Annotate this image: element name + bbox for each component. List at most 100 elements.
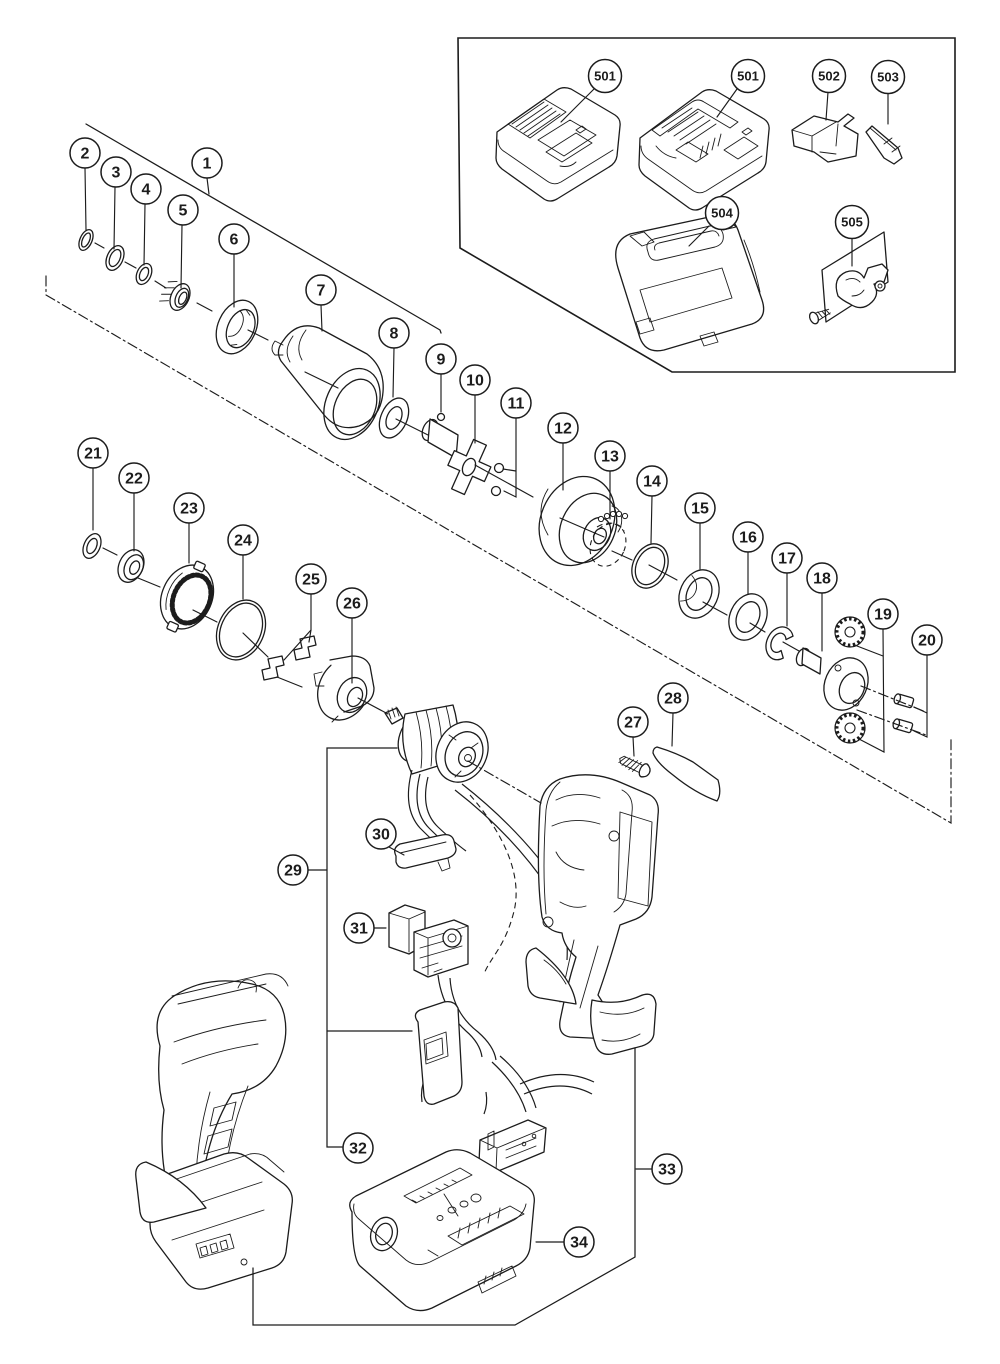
- part-505-hook-set: [808, 231, 889, 325]
- part-15-ring-spring: [678, 569, 720, 619]
- callout-21[interactable]: 21: [77, 437, 109, 469]
- part-27-screw: [618, 755, 651, 778]
- callout-number: 16: [739, 530, 757, 547]
- callout-5[interactable]: 5: [167, 194, 199, 226]
- callout-18[interactable]: 18: [806, 562, 838, 594]
- part-33-housing-right: [525, 774, 659, 1055]
- callout-32[interactable]: 32: [342, 1132, 374, 1164]
- callout-number: 2: [81, 146, 90, 163]
- part-503-bit: [865, 125, 903, 165]
- callout-6[interactable]: 6: [218, 223, 250, 255]
- callout-number: 27: [624, 715, 642, 732]
- callout-number: 15: [691, 501, 709, 518]
- callout-number: 33: [658, 1162, 676, 1179]
- callout-number: 21: [84, 446, 102, 463]
- callout-number: 29: [284, 863, 302, 880]
- part-7-hammer-case: [271, 325, 384, 441]
- callout-15[interactable]: 15: [684, 492, 716, 524]
- part-21-washer: [82, 533, 102, 559]
- part-9-steel-ball: [436, 412, 446, 422]
- callout-505[interactable]: 505: [834, 204, 870, 240]
- callout-501[interactable]: 501: [730, 58, 766, 94]
- part-501-charger-b: [638, 89, 770, 211]
- callout-number: 28: [664, 691, 682, 708]
- callout-number: 23: [180, 501, 198, 518]
- callout-24[interactable]: 24: [227, 524, 259, 556]
- part-18-spindle: [795, 647, 869, 711]
- callout-2[interactable]: 2: [69, 137, 101, 169]
- callout-30[interactable]: 30: [365, 818, 397, 850]
- callout-13[interactable]: 13: [594, 440, 626, 472]
- part-34-battery: [349, 1149, 535, 1312]
- callout-33[interactable]: 33: [651, 1153, 683, 1185]
- callout-number: 20: [918, 633, 936, 650]
- part-25-cams: [261, 635, 317, 681]
- callout-number: 22: [125, 471, 143, 488]
- part-26-hammer-assy: [313, 655, 375, 723]
- callout-26[interactable]: 26: [336, 587, 368, 619]
- callout-balloons-layer: 1234567891011121314151617181920212223242…: [69, 58, 943, 1258]
- callout-number: 13: [601, 449, 619, 466]
- callout-1[interactable]: 1: [191, 147, 223, 179]
- callout-11[interactable]: 11: [500, 387, 532, 419]
- callout-7[interactable]: 7: [305, 274, 337, 306]
- callout-10[interactable]: 10: [459, 364, 491, 396]
- callout-502[interactable]: 502: [811, 58, 847, 94]
- accessory-box-outline: [457, 37, 956, 373]
- part-31-switch: [388, 904, 469, 978]
- callout-number: 501: [737, 69, 759, 84]
- callout-number: 17: [778, 551, 796, 568]
- part-29-motor: [384, 704, 489, 783]
- part-2-ring: [78, 229, 94, 251]
- part-11-steel-ball-a: [493, 462, 505, 474]
- callout-4[interactable]: 4: [130, 173, 162, 205]
- callout-number: 32: [349, 1141, 367, 1158]
- callout-number: 8: [390, 326, 399, 343]
- part-17-c-washer: [765, 626, 794, 661]
- callout-16[interactable]: 16: [732, 521, 764, 553]
- callout-8[interactable]: 8: [378, 317, 410, 349]
- part-4-washer: [135, 262, 153, 286]
- callout-503[interactable]: 503: [870, 59, 906, 95]
- callout-number: 504: [711, 206, 733, 221]
- bracket-lines-layer: [85, 123, 636, 1326]
- callout-number: 25: [302, 572, 320, 589]
- part-502-hook: [791, 113, 859, 163]
- housing-left: [135, 973, 293, 1290]
- callout-14[interactable]: 14: [636, 465, 668, 497]
- callout-29[interactable]: 29: [277, 854, 309, 886]
- callout-19[interactable]: 19: [867, 598, 899, 630]
- callout-27[interactable]: 27: [617, 706, 649, 738]
- callout-504[interactable]: 504: [704, 195, 740, 231]
- callout-20[interactable]: 20: [911, 624, 943, 656]
- callout-25[interactable]: 25: [295, 563, 327, 595]
- part-3-snap-ring: [105, 245, 125, 271]
- callout-number: 24: [234, 533, 252, 550]
- callout-number: 12: [554, 421, 572, 438]
- callout-28[interactable]: 28: [657, 682, 689, 714]
- part-20-pins: [892, 693, 915, 734]
- callout-number: 31: [350, 921, 368, 938]
- callout-3[interactable]: 3: [100, 156, 132, 188]
- dashed-guides-layer: [469, 522, 625, 975]
- callout-number: 26: [343, 596, 361, 613]
- callout-12[interactable]: 12: [547, 412, 579, 444]
- callout-number: 1: [203, 156, 212, 173]
- callout-9[interactable]: 9: [425, 343, 457, 375]
- part-19-planet-gears: [834, 616, 866, 744]
- callout-number: 9: [437, 352, 446, 369]
- callout-501[interactable]: 501: [587, 58, 623, 94]
- callout-22[interactable]: 22: [118, 462, 150, 494]
- callout-23[interactable]: 23: [173, 492, 205, 524]
- callout-number: 4: [142, 182, 151, 199]
- part-5-spring: [159, 281, 191, 311]
- callout-number: 502: [818, 69, 840, 84]
- callout-34[interactable]: 34: [563, 1226, 595, 1258]
- callout-number: 3: [112, 165, 121, 182]
- callout-31[interactable]: 31: [343, 912, 375, 944]
- callout-number: 34: [570, 1235, 588, 1252]
- part-504-case: [615, 215, 765, 352]
- callout-17[interactable]: 17: [771, 542, 803, 574]
